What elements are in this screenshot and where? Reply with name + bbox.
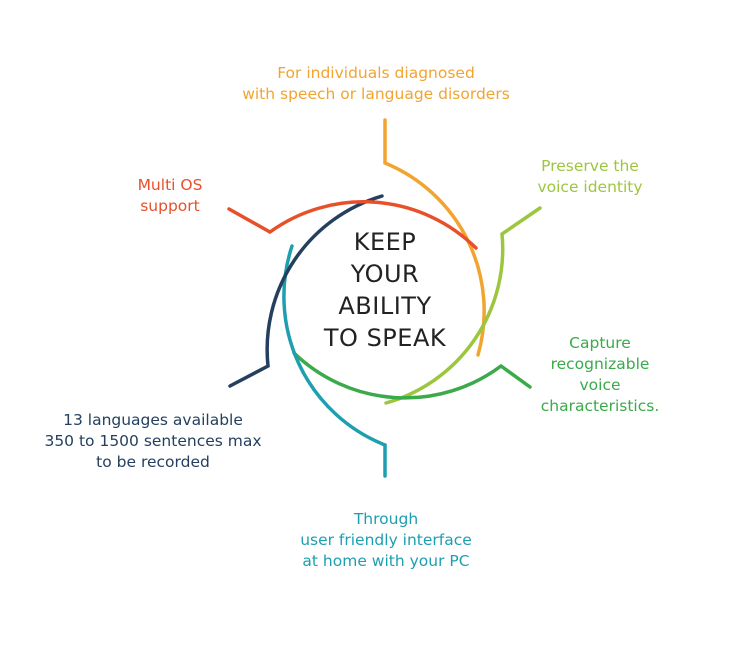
feature-line: user friendly interface bbox=[300, 531, 472, 549]
feature-line: to be recorded bbox=[96, 453, 210, 471]
center-line: YOUR bbox=[350, 260, 420, 288]
center-line: KEEP bbox=[353, 228, 417, 256]
feature-line: with speech or language disorders bbox=[242, 85, 510, 103]
feature-line: 13 languages available bbox=[63, 411, 243, 429]
feature-multi-os: Multi OS support bbox=[110, 175, 230, 217]
center-line: ABILITY bbox=[338, 292, 432, 320]
feature-line: Multi OS bbox=[137, 176, 203, 194]
navy-connector-arc bbox=[228, 194, 384, 388]
feature-voice-identity: Preserve the voice identity bbox=[520, 156, 660, 198]
green-connector-arc bbox=[292, 351, 532, 400]
feature-line: voice identity bbox=[537, 178, 643, 196]
feature-line: characteristics. bbox=[540, 397, 660, 415]
center-line: TO SPEAK bbox=[323, 324, 447, 352]
light-green-connector-arc bbox=[384, 206, 542, 405]
feature-user-friendly: Through user friendly interface at home … bbox=[276, 509, 496, 572]
feature-line: support bbox=[140, 197, 200, 215]
feature-line: For individuals diagnosed bbox=[277, 64, 475, 82]
feature-line: Capture bbox=[569, 334, 631, 352]
feature-line: voice bbox=[579, 376, 621, 394]
feature-line: Through bbox=[353, 510, 419, 528]
feature-line: Preserve the bbox=[541, 157, 639, 175]
center-title: KEEP YOUR ABILITY TO SPEAK bbox=[300, 226, 470, 354]
feature-speech-disorders: For individuals diagnosed with speech or… bbox=[214, 63, 538, 105]
feature-line: recognizable bbox=[550, 355, 650, 373]
feature-languages: 13 languages available 350 to 1500 sente… bbox=[18, 410, 288, 473]
feature-line: at home with your PC bbox=[302, 552, 470, 570]
feature-line: 350 to 1500 sentences max bbox=[44, 432, 262, 450]
feature-voice-characteristics: Capture recognizable voice characteristi… bbox=[515, 333, 685, 417]
red-connector-arc bbox=[227, 200, 478, 250]
